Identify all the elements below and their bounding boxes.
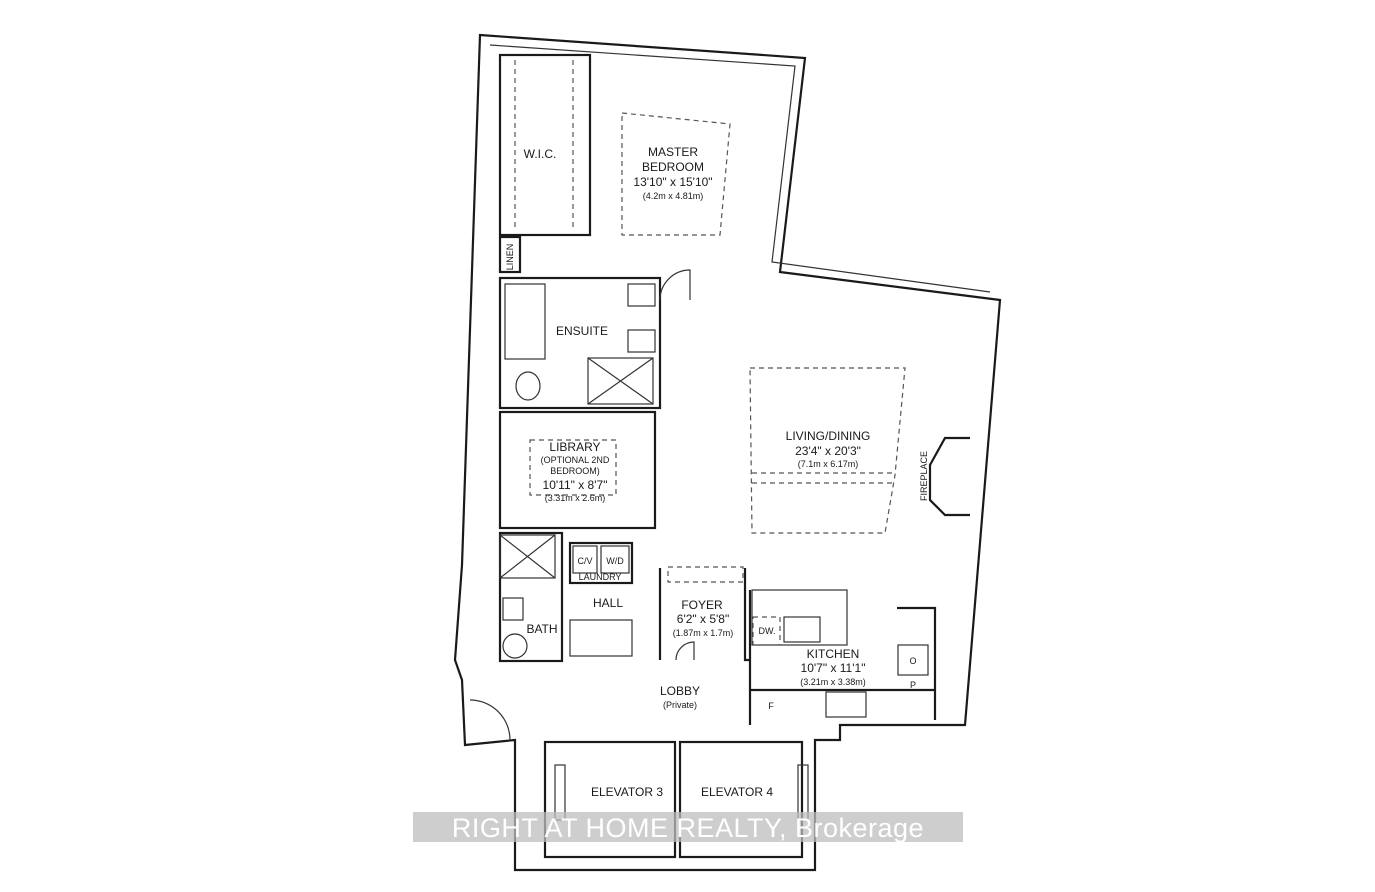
stove-icon	[825, 691, 867, 718]
wic-room	[498, 53, 592, 237]
sink-icon	[502, 597, 524, 621]
library-label: LIBRARY	[549, 440, 600, 454]
sink-icon	[627, 283, 656, 307]
shower	[587, 357, 654, 405]
library-room	[498, 410, 657, 530]
oven-label: O	[909, 656, 916, 666]
washer-dryer-unit	[600, 545, 630, 574]
linen-label: LINEN	[505, 244, 515, 271]
bath-room	[498, 531, 564, 663]
library-sub-2: BEDROOM)	[550, 466, 600, 476]
door-swing-icon	[659, 269, 691, 301]
watermark: RIGHT AT HOME REALTY, Brokerage	[452, 813, 924, 843]
master-label-1: MASTER	[648, 145, 698, 159]
living-dining-area	[749, 367, 906, 534]
shower-cross	[587, 357, 654, 405]
exterior-wall	[453, 33, 1002, 872]
kitchen-label: KITCHEN	[807, 647, 860, 661]
library-area	[529, 439, 617, 496]
cv-label: C/V	[577, 556, 592, 566]
master-dim-metric: (4.2m x 4.81m)	[643, 191, 704, 201]
kitchen-walls	[748, 590, 937, 725]
pantry-label: P	[910, 680, 916, 690]
lobby-label: LOBBY	[660, 684, 700, 698]
lobby-sub: (Private)	[663, 700, 697, 710]
fridge-label: F	[768, 701, 774, 711]
elevator-4-label: ELEVATOR 4	[701, 785, 773, 799]
foyer-walls	[658, 568, 750, 662]
exterior-wall-inner	[489, 44, 991, 293]
watermark-band	[413, 812, 963, 842]
hall-label: HALL	[593, 596, 623, 610]
living-dim-imperial: 23'4" x 20'3"	[795, 444, 861, 458]
toilet-icon	[502, 633, 528, 659]
master-label-2: BEDROOM	[642, 160, 704, 174]
library-dim-metric: (3.31m x 2.6m)	[545, 493, 606, 503]
kitchen-dim-imperial: 10'7" x 11'1"	[801, 661, 866, 675]
library-dim-imperial: 10'11" x 8'7"	[543, 478, 608, 492]
elevator-3	[543, 740, 677, 859]
dishwasher	[752, 616, 781, 646]
library-sub-1: (OPTIONAL 2ND	[541, 455, 610, 465]
elevator-4	[678, 740, 804, 859]
shower-cross	[499, 534, 556, 579]
wd-label: W/D	[606, 556, 624, 566]
hall-closet	[569, 619, 633, 657]
door-swing-icon	[675, 641, 695, 661]
elevator-3-label: ELEVATOR 3	[591, 785, 663, 799]
living-label: LIVING/DINING	[786, 429, 871, 443]
master-bedroom-area	[621, 112, 731, 236]
kitchen-dim-metric: (3.21m x 3.38m)	[800, 677, 866, 687]
foyer-dim-imperial: 6'2" x 5'8"	[677, 612, 729, 626]
living-dim-metric: (7.1m x 6.17m)	[798, 459, 859, 469]
door-swing-icon	[469, 699, 511, 741]
master-dim-imperial: 13'10" x 15'10"	[633, 175, 712, 189]
elevator-rail	[554, 764, 566, 821]
bath-label: BATH	[526, 622, 557, 636]
foyer-label: FOYER	[681, 598, 723, 612]
ensuite-room	[498, 276, 662, 410]
oven	[897, 644, 929, 676]
sink-icon	[627, 329, 656, 353]
bathtub	[504, 283, 546, 360]
linen-closet	[498, 235, 522, 274]
laundry-label: LAUNDRY	[579, 572, 622, 582]
wic-label: W.I.C.	[524, 147, 557, 161]
laundry-closet	[568, 541, 634, 585]
foyer-area	[667, 566, 744, 583]
fireplace	[928, 436, 970, 517]
dw-label: DW.	[759, 626, 776, 636]
toilet-icon	[515, 371, 541, 401]
foyer-dim-metric: (1.87m x 1.7m)	[673, 628, 734, 638]
cv-unit	[572, 545, 598, 574]
shower	[499, 534, 556, 579]
kitchen-island	[751, 589, 848, 646]
kitchen-sink-icon	[783, 616, 821, 643]
ensuite-label: ENSUITE	[556, 324, 608, 338]
fireplace-label: FIREPLACE	[919, 451, 929, 501]
